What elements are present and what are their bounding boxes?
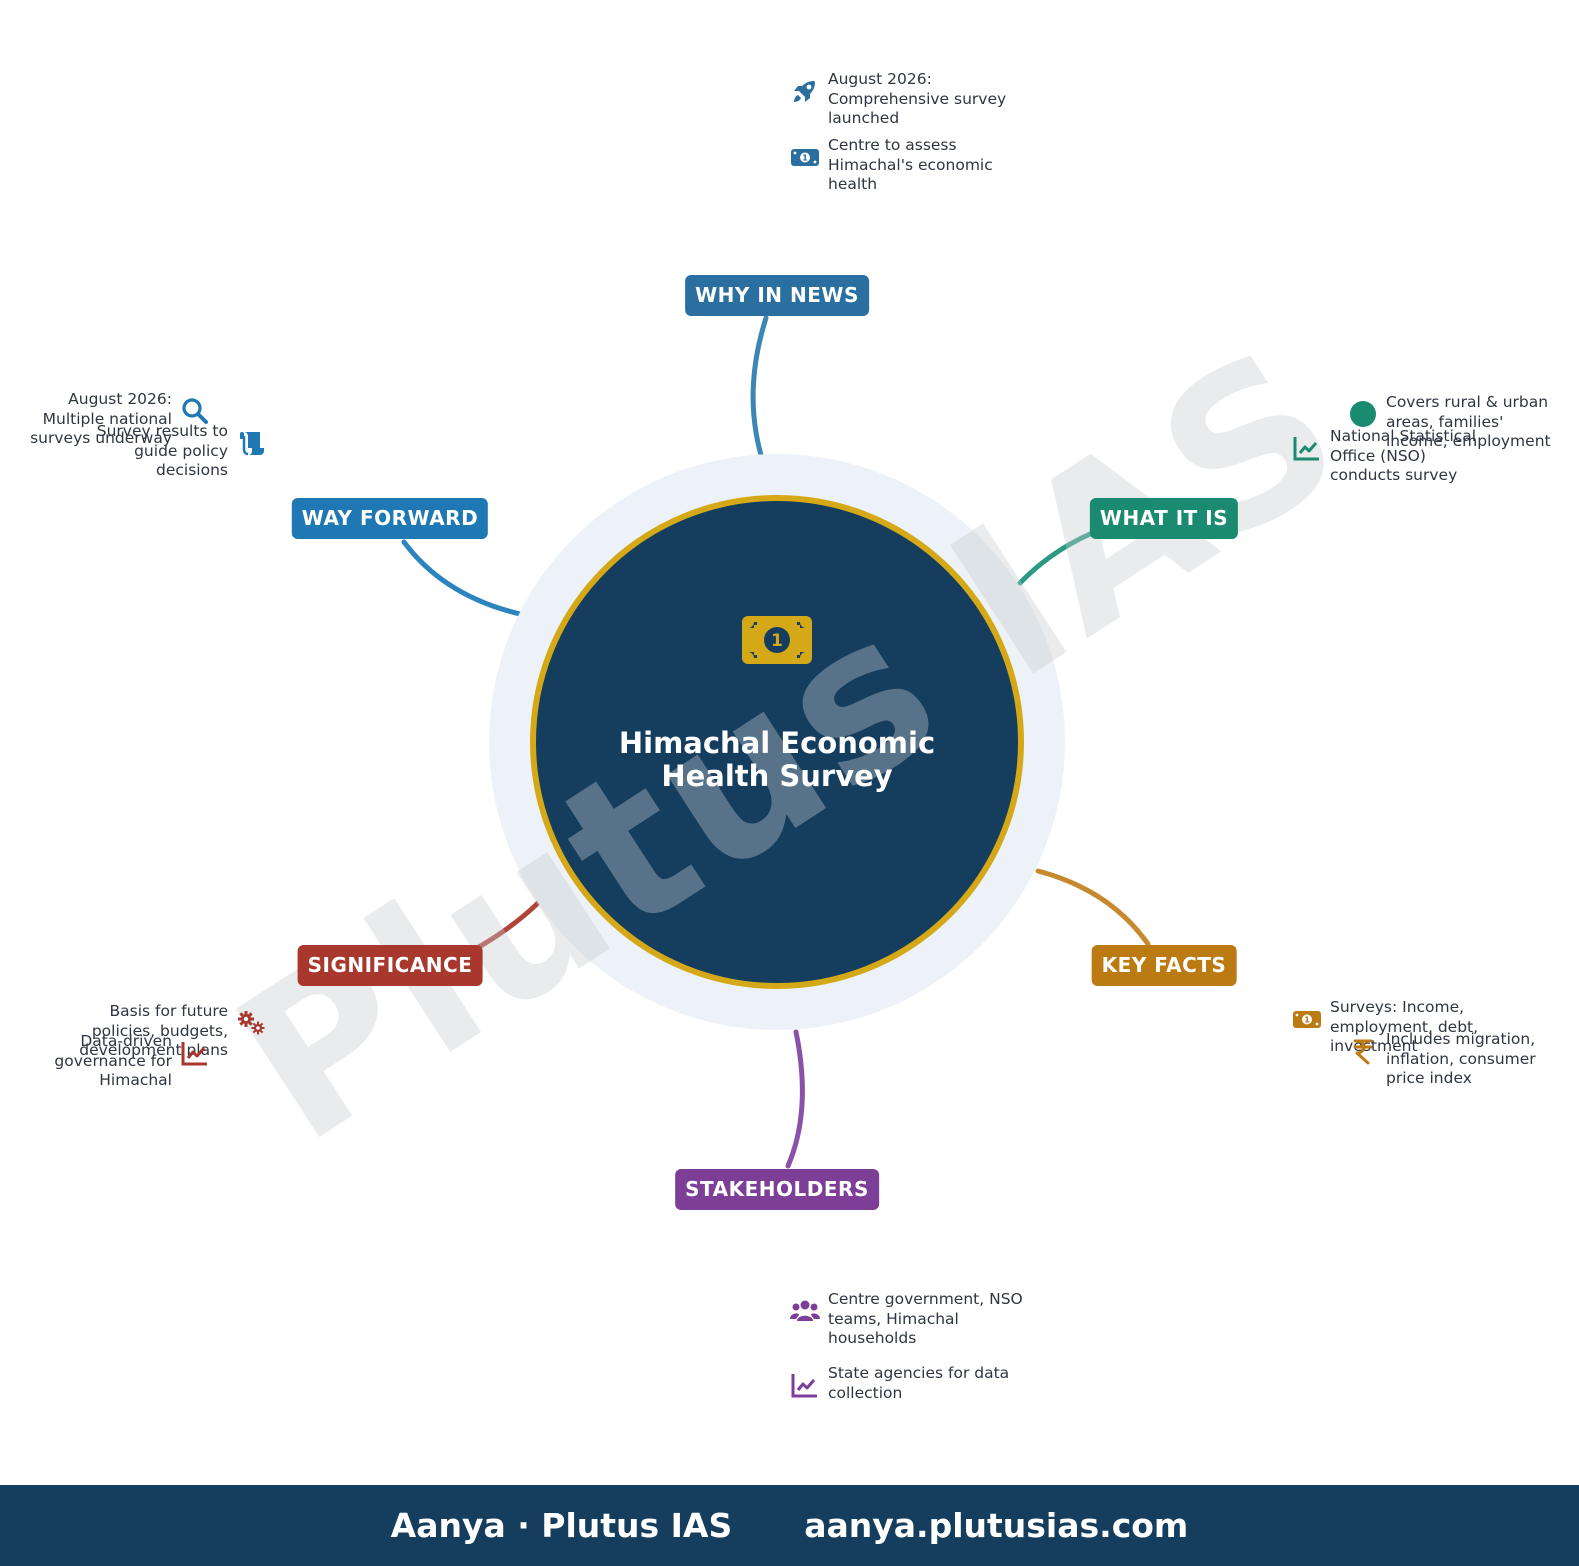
money-bill-icon: 1 bbox=[1292, 1004, 1322, 1034]
branch-item-text: Basis for future policies, budgets, deve… bbox=[79, 1002, 228, 1059]
chart-line-icon bbox=[790, 1370, 820, 1400]
center-money-bill-icon: 1 bbox=[742, 616, 812, 664]
connector-way-forward bbox=[401, 539, 523, 617]
chart-line-icon bbox=[1292, 433, 1322, 463]
branch-label-significance: SIGNIFICANCE bbox=[297, 945, 483, 986]
center-title: Himachal Economic Health Survey bbox=[618, 726, 936, 793]
footer-brand: Aanya · Plutus IAS bbox=[390, 1506, 733, 1545]
branch-item-text: August 2026: Comprehensive survey launch… bbox=[828, 70, 1007, 127]
connector-why-in-news bbox=[750, 315, 769, 458]
branch-item-text: Survey results to guide policy decisions bbox=[96, 422, 228, 479]
rupee-icon bbox=[1348, 1036, 1378, 1066]
chart-line-icon bbox=[180, 1038, 210, 1068]
branch-item-text: State agencies for data collection bbox=[828, 1364, 1010, 1402]
scroll-icon bbox=[236, 428, 266, 458]
branch-item-text: Centre government, NSO teams, Himachal h… bbox=[828, 1290, 1023, 1347]
footer-url: aanya.plutusias.com bbox=[804, 1506, 1189, 1545]
svg-text:1: 1 bbox=[771, 631, 783, 651]
branch-item-text: Surveys: Income, employment, debt, inves… bbox=[1330, 998, 1479, 1055]
connector-significance bbox=[467, 900, 541, 955]
circle-icon bbox=[1348, 399, 1378, 429]
branch-item-text: August 2026: Multiple national surveys u… bbox=[30, 390, 172, 447]
branch-item-text: Centre to assess Himachal's economic hea… bbox=[828, 136, 993, 193]
users-icon bbox=[790, 1296, 820, 1326]
svg-text:1: 1 bbox=[802, 154, 808, 163]
branch-item-text: Includes migration, inflation, consumer … bbox=[1386, 1030, 1536, 1087]
svg-text:1: 1 bbox=[1304, 1016, 1310, 1025]
footer-bar: Aanya · Plutus IAS aanya.plutusias.com bbox=[0, 1485, 1579, 1566]
branch-item-text: Covers rural & urban areas, families' in… bbox=[1386, 393, 1551, 450]
branch-item-text: National Statistical Office (NSO) conduc… bbox=[1330, 427, 1477, 484]
branch-item-text: Data-driven governance for Himachal bbox=[54, 1032, 172, 1089]
branch-label-way-forward: WAY FORWARD bbox=[291, 498, 489, 539]
rocket-icon bbox=[790, 76, 820, 106]
center-circle bbox=[530, 495, 1024, 989]
search-icon bbox=[180, 396, 210, 426]
connector-stakeholders bbox=[785, 1029, 805, 1169]
branch-label-stakeholders: STAKEHOLDERS bbox=[675, 1169, 879, 1210]
branch-label-key-facts: KEY FACTS bbox=[1091, 945, 1237, 986]
branch-label-why-in-news: WHY IN NEWS bbox=[685, 275, 869, 316]
branch-label-what-it-is: WHAT IT IS bbox=[1089, 498, 1239, 539]
connector-what-it-is bbox=[1017, 531, 1093, 586]
money-bill-icon: 1 bbox=[790, 142, 820, 172]
cogs-icon bbox=[236, 1008, 266, 1038]
connector-key-facts bbox=[1035, 868, 1151, 947]
